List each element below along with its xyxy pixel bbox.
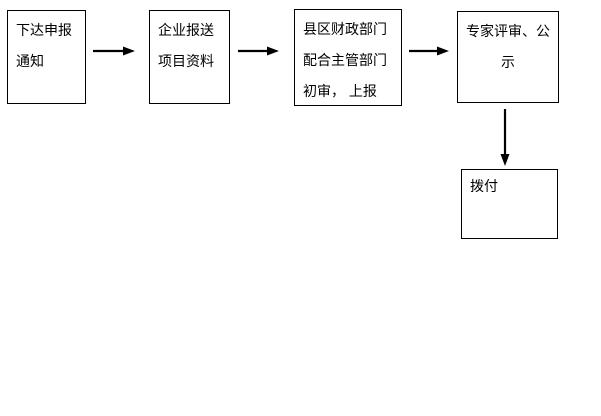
node-text-line: 项目资料 [158, 53, 214, 69]
node-text-line: 企业报送 [158, 22, 214, 38]
arrow-issue-to-submit [93, 46, 135, 56]
arrow-expert-to-disburse [500, 109, 510, 166]
node-text-line: 专家评审、公 [466, 23, 550, 39]
flow-node-expert-review-publicity: 专家评审、公 示 [457, 11, 559, 103]
node-text-line: 县区财政部门 [303, 21, 387, 37]
flow-node-issue-notice: 下达申报 通知 [7, 10, 86, 104]
node-text-line: 示 [501, 54, 515, 70]
flow-node-enterprise-submit: 企业报送 项目资料 [149, 10, 230, 104]
node-text-line: 拨付 [470, 178, 498, 194]
node-text-line: 通知 [16, 53, 44, 69]
flow-node-county-preliminary-review: 县区财政部门 配合主管部门 初审， 上报 [294, 9, 402, 106]
flow-node-disbursement: 拨付 [461, 169, 558, 239]
arrow-submit-to-review [238, 46, 279, 56]
node-text-line: 初审， 上报 [303, 83, 377, 99]
node-text-line: 配合主管部门 [303, 52, 387, 68]
node-text-line: 下达申报 [16, 22, 72, 38]
arrow-review-to-expert [409, 46, 449, 56]
